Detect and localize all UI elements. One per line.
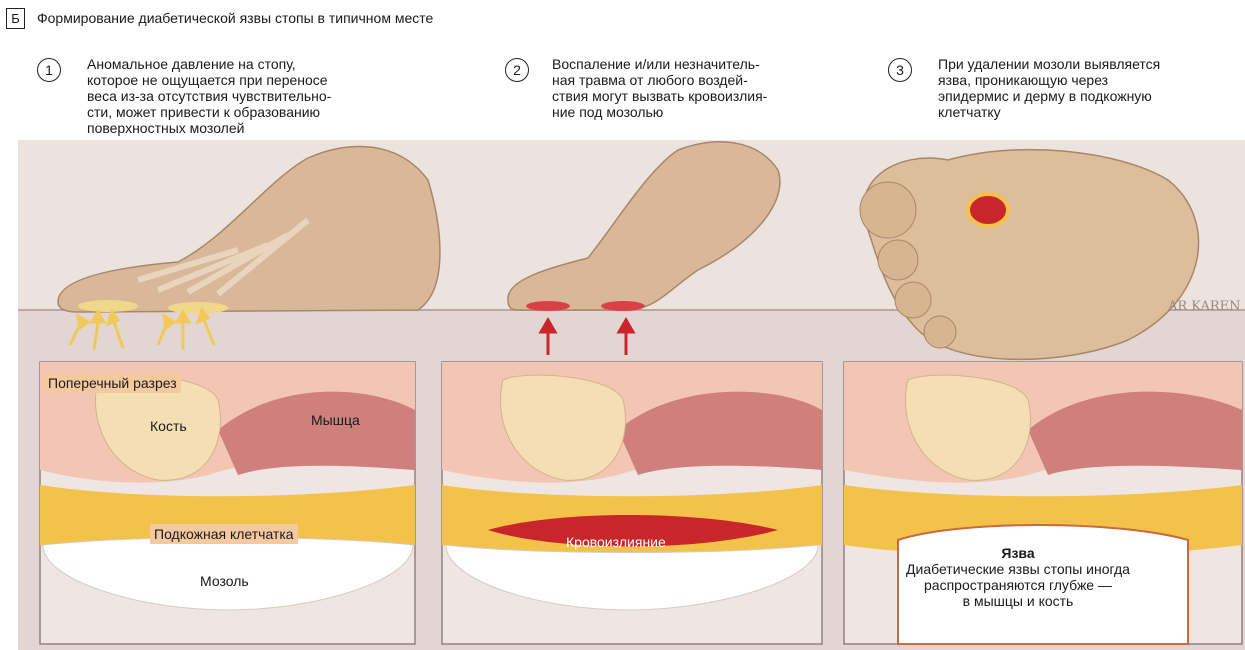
artist-signature: AR KAREN: [1167, 299, 1241, 314]
hemorrhage-spot-b: [601, 301, 645, 311]
label-ulcer-title: Язва: [868, 545, 1168, 561]
label-hemorrhage: Кровоизлияние: [566, 534, 666, 550]
label-subcutaneous: Подкожная клетчатка: [150, 524, 298, 544]
step-1-number: 1: [37, 58, 61, 82]
label-callus: Мозоль: [200, 573, 249, 589]
step-3-text: При удалении мозоли выявляется язва, про…: [938, 56, 1160, 120]
callus-1a: [78, 300, 138, 312]
hemorrhage-spot-a: [526, 301, 570, 311]
label-cross-section: Поперечный разрез: [44, 373, 181, 393]
step-2-text: Воспаление и/или незначитель- ная травма…: [552, 56, 767, 120]
panel-letter: Б: [6, 8, 25, 29]
figure-title: Формирование диабетической язвы стопы в …: [37, 10, 433, 26]
callus-1b: [168, 302, 228, 314]
step-1-text: Аномальное давление на стопу, которое не…: [87, 56, 331, 136]
cross-section-2: [442, 362, 822, 644]
label-muscle: Мышца: [311, 412, 360, 428]
step-2-number: 2: [505, 58, 529, 82]
label-ulcer-note: Диабетические язвы стопы иногда распрост…: [868, 561, 1168, 609]
step-3-number: 3: [888, 58, 912, 82]
ulcer-spot: [968, 194, 1008, 226]
label-bone: Кость: [150, 418, 187, 434]
cross-section-1: [40, 362, 415, 644]
ulcer-label: Язва Диабетические язвы стопы иногда рас…: [868, 545, 1168, 609]
